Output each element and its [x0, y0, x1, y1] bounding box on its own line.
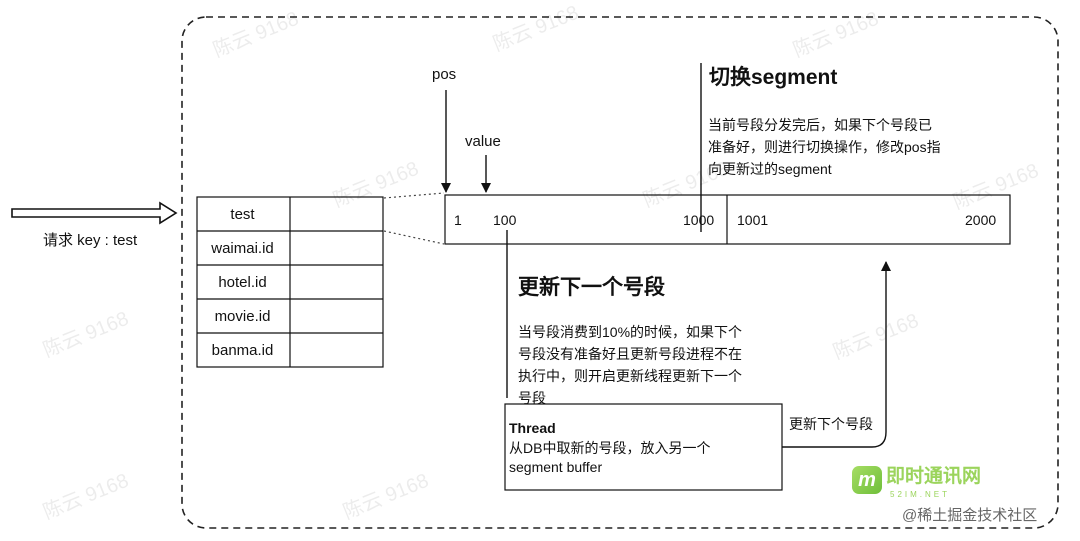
keys-table	[196, 196, 384, 368]
update-desc-line: 当号段消费到10%的时候，如果下个	[518, 324, 743, 340]
thread-box	[504, 403, 783, 491]
update-desc-line: 号段没有准备好且更新号段进程不在	[518, 346, 742, 362]
pos-label: pos	[432, 66, 457, 83]
key-row-waimai: waimai.id	[211, 240, 274, 257]
request-arrow	[11, 201, 178, 225]
im-logo-icon: m	[852, 466, 882, 494]
key-row-movie: movie.id	[214, 308, 271, 325]
connector-top	[383, 192, 445, 199]
update-desc-line: 号段	[518, 390, 546, 406]
seg2-start: 1001	[737, 212, 769, 228]
value-label: value	[465, 133, 501, 150]
seg1-end: 1000	[683, 212, 715, 228]
seg2-end: 2000	[965, 212, 997, 228]
switch-segment-desc: 当前号段分发完后，如果下个号段已 准备好，则进行切换操作，修改pos指 向更新过…	[708, 114, 941, 180]
logo-subtext: 52IM.NET	[890, 490, 951, 499]
thread-title: Thread	[509, 420, 556, 436]
update-arrow	[782, 261, 891, 448]
key-row-hotel: hotel.id	[218, 274, 267, 291]
update-arrow-label: 更新下个号段	[789, 416, 873, 432]
request-label: 请求 key : test	[43, 232, 138, 249]
update-next-title: 更新下一个号段	[518, 276, 665, 299]
switch-desc-line: 准备好，则进行切换操作，修改pos指	[708, 139, 941, 155]
system-boundary	[181, 16, 1059, 529]
seg1-start: 1	[454, 212, 462, 228]
logo-text: 即时通讯网	[886, 466, 982, 487]
update-desc-line: 执行中，则开启更新线程更新下一个	[518, 368, 742, 384]
switch-segment-title: 切换segment	[709, 66, 838, 89]
thread-desc-line: 从DB中取新的号段，放入另一个	[509, 440, 711, 456]
key-row-banma: banma.id	[211, 342, 274, 359]
thread-desc-line: segment buffer	[509, 459, 603, 475]
key-row-test: test	[230, 206, 255, 223]
switch-desc-line: 向更新过的segment	[708, 161, 832, 177]
credit-text: @稀土掘金技术社区	[902, 507, 1038, 524]
switch-desc-line: 当前号段分发完后，如果下个号段已	[708, 117, 932, 133]
connector-bottom	[383, 230, 445, 245]
seg1-value: 100	[493, 212, 517, 228]
segment-buffer	[444, 194, 1011, 245]
update-next-desc: 当号段消费到10%的时候，如果下个 号段没有准备好且更新号段进程不在 执行中，则…	[518, 321, 742, 409]
thread-desc: 从DB中取新的号段，放入另一个 segment buffer	[509, 439, 710, 477]
